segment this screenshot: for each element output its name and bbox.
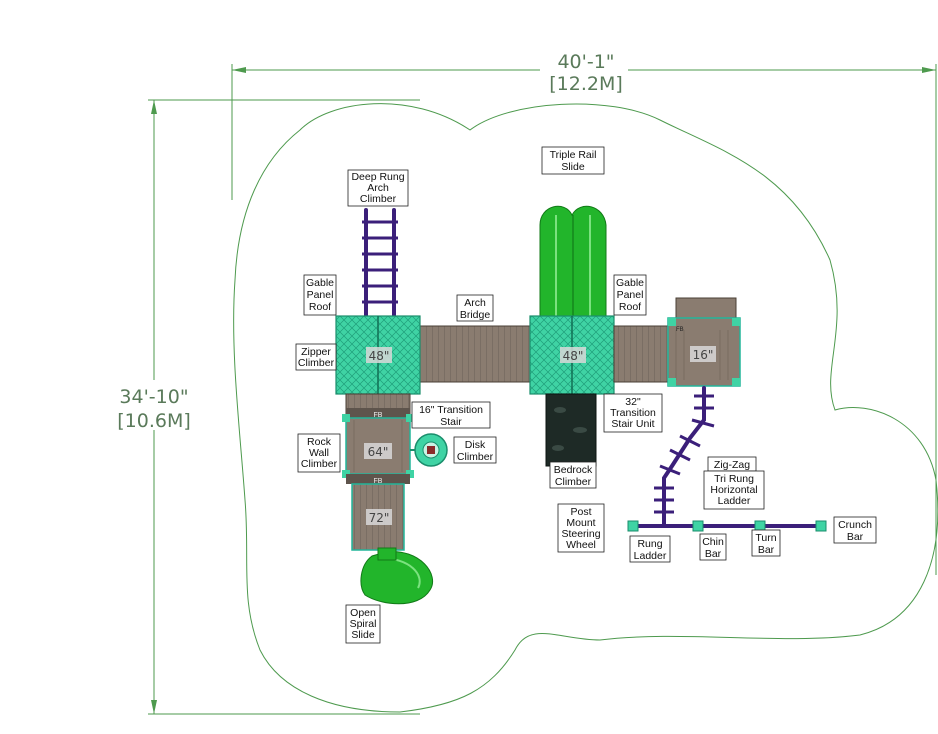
- left-tower-size: 48": [369, 349, 390, 363]
- right-deck-size: 16": [693, 348, 714, 362]
- svg-text:Climber: Climber: [298, 357, 335, 369]
- height-dimension: 34'-10" [10.6M]: [110, 99, 420, 715]
- label-bedrock: Bedrock Climber: [549, 461, 597, 489]
- svg-text:Panel: Panel: [617, 289, 644, 301]
- height-m: [10.6M]: [117, 410, 191, 432]
- svg-text:Rock: Rock: [307, 436, 332, 448]
- svg-text:Wall: Wall: [309, 447, 329, 459]
- label-rung-ladder: Rung Ladder: [629, 535, 671, 563]
- label-gable-right: Gable Panel Roof: [613, 274, 647, 316]
- svg-text:Arch: Arch: [367, 182, 389, 194]
- svg-text:Steering: Steering: [561, 528, 600, 540]
- mid-deck: FB 64" FB: [342, 408, 414, 485]
- width-ft: 40'-1": [557, 51, 614, 73]
- low-deck-size: 72": [369, 511, 390, 525]
- left-tower: 48": [335, 315, 421, 395]
- svg-text:Horizontal: Horizontal: [710, 484, 757, 496]
- label-chin: Chin Bar: [699, 533, 727, 561]
- width-dimension: 40'-1" [12.2M]: [231, 50, 937, 575]
- right-deck-fb: FB: [676, 327, 684, 333]
- svg-text:Bar: Bar: [705, 548, 722, 560]
- label-arch-bridge: Arch Bridge: [456, 294, 494, 322]
- low-deck-fb: FB: [374, 478, 383, 485]
- height-ft: 34'-10": [119, 386, 188, 408]
- svg-text:Bar: Bar: [847, 531, 864, 543]
- label-deep-rung: Deep Rung Arch Climber: [347, 169, 409, 207]
- mid-deck-fb: FB: [374, 412, 383, 419]
- right-connector: [613, 325, 671, 383]
- center-tower: 48": [529, 315, 615, 395]
- svg-text:Arch: Arch: [464, 297, 486, 309]
- width-m: [12.2M]: [549, 73, 623, 95]
- label-post-mount: Post Mount Steering Wheel: [557, 503, 605, 553]
- label-turn: Turn Bar: [751, 529, 781, 557]
- svg-text:Gable: Gable: [306, 277, 334, 289]
- svg-text:Ladder: Ladder: [634, 550, 667, 562]
- svg-text:Stair: Stair: [440, 416, 462, 428]
- svg-text:Transition: Transition: [610, 407, 656, 419]
- svg-text:Climber: Climber: [555, 476, 592, 488]
- svg-text:Bridge: Bridge: [460, 309, 491, 321]
- svg-text:Roof: Roof: [309, 301, 331, 313]
- svg-text:Zipper: Zipper: [301, 346, 331, 358]
- svg-text:Turn: Turn: [755, 532, 776, 544]
- svg-text:Zig-Zag: Zig-Zag: [714, 459, 750, 471]
- label-tri-rung: Tri Rung Horizontal Ladder: [703, 470, 765, 510]
- safety-zone-outline: [233, 103, 938, 713]
- svg-text:Mount: Mount: [566, 517, 595, 529]
- bedrock-climber: [545, 393, 597, 467]
- svg-text:Ladder: Ladder: [718, 495, 751, 507]
- low-deck: 72": [351, 483, 405, 551]
- deep-rung-arch-climber: [362, 208, 398, 320]
- arch-bridge: [419, 325, 531, 383]
- svg-text:Slide: Slide: [351, 629, 375, 641]
- label-triple-rail: Triple Rail Slide: [541, 146, 605, 175]
- svg-text:Deep Rung: Deep Rung: [351, 171, 404, 183]
- svg-text:Gable: Gable: [616, 277, 644, 289]
- svg-text:Chin: Chin: [702, 536, 724, 548]
- right-deck: FB 16": [667, 297, 741, 387]
- svg-text:16" Transition: 16" Transition: [419, 404, 483, 416]
- svg-text:Triple Rail: Triple Rail: [550, 149, 597, 161]
- svg-text:Wheel: Wheel: [566, 539, 596, 551]
- bar-row: [627, 520, 827, 532]
- svg-text:Climber: Climber: [457, 451, 494, 463]
- svg-text:Climber: Climber: [360, 193, 397, 205]
- label-spiral: Open Spiral Slide: [345, 604, 381, 644]
- svg-text:Post: Post: [570, 506, 591, 518]
- svg-text:Crunch: Crunch: [838, 519, 872, 531]
- open-spiral-slide: [360, 547, 434, 605]
- svg-text:Open: Open: [350, 607, 376, 619]
- svg-text:Stair Unit: Stair Unit: [611, 418, 654, 430]
- svg-text:Bar: Bar: [758, 544, 775, 556]
- label-zipper: Zipper Climber: [295, 343, 337, 371]
- triple-rail-slide: [539, 205, 607, 319]
- label-zigzag: Zig-Zag: [707, 456, 757, 472]
- zigzag-climber: [654, 386, 715, 528]
- mid-deck-size: 64": [368, 445, 389, 459]
- center-tower-size: 48": [563, 349, 584, 363]
- svg-text:Rung: Rung: [637, 538, 662, 550]
- label-transition32: 32" Transition Stair Unit: [603, 393, 663, 433]
- svg-text:Disk: Disk: [465, 439, 486, 451]
- svg-text:Tri Rung: Tri Rung: [714, 473, 754, 485]
- svg-text:Roof: Roof: [619, 301, 641, 313]
- label-rock-wall: Rock Wall Climber: [297, 433, 341, 473]
- label-gable-left: Gable Panel Roof: [303, 274, 337, 316]
- label-transition16: 16" Transition Stair: [411, 401, 491, 429]
- svg-text:32": 32": [625, 396, 641, 408]
- svg-text:Bedrock: Bedrock: [554, 464, 593, 476]
- disk-climber: [410, 433, 448, 467]
- label-crunch: Crunch Bar: [833, 516, 877, 544]
- svg-text:Climber: Climber: [301, 458, 338, 470]
- svg-text:Panel: Panel: [307, 289, 334, 301]
- svg-text:Slide: Slide: [561, 161, 585, 173]
- label-disk: Disk Climber: [453, 436, 497, 464]
- svg-text:Spiral: Spiral: [350, 618, 377, 630]
